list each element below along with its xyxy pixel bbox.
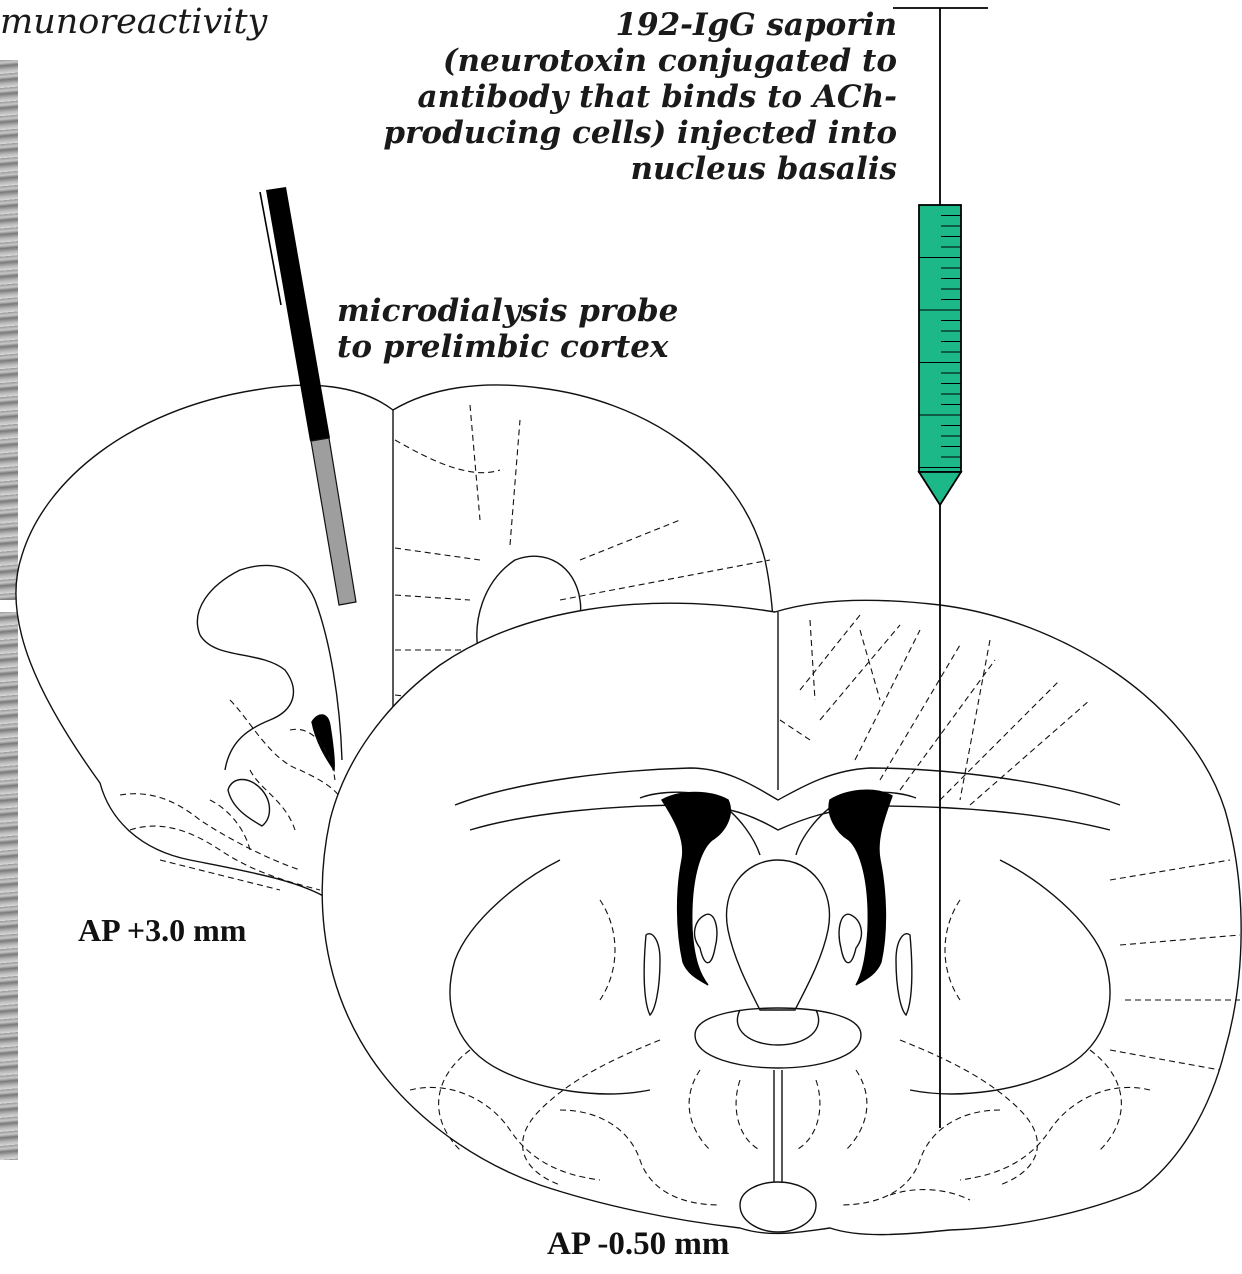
saporin-label-line-3: antibody that binds to ACh- <box>383 80 897 116</box>
top-caption: munoreactivity <box>0 2 267 43</box>
probe-label-line-2: to prelimbic cortex <box>337 330 678 366</box>
saporin-label-line-5: nucleus basalis <box>383 152 897 188</box>
caudal-coronal-section <box>322 600 1241 1234</box>
section-front-label: AP +3.0 mm <box>78 912 246 949</box>
saporin-label: 192-IgG saporin (neurotoxin conjugated t… <box>383 8 897 188</box>
probe-label: microdialysis probe to prelimbic cortex <box>337 294 678 366</box>
saporin-label-line-2: (neurotoxin conjugated to <box>383 44 897 80</box>
saporin-label-line-4: producing cells) injected into <box>383 116 897 152</box>
probe-label-line-1: microdialysis probe <box>337 294 678 330</box>
section-back-label: AP -0.50 mm <box>547 1226 729 1263</box>
syringe-barrel <box>919 205 961 472</box>
saporin-label-line-1: 192-IgG saporin <box>383 8 897 44</box>
syringe-tip <box>919 472 961 505</box>
